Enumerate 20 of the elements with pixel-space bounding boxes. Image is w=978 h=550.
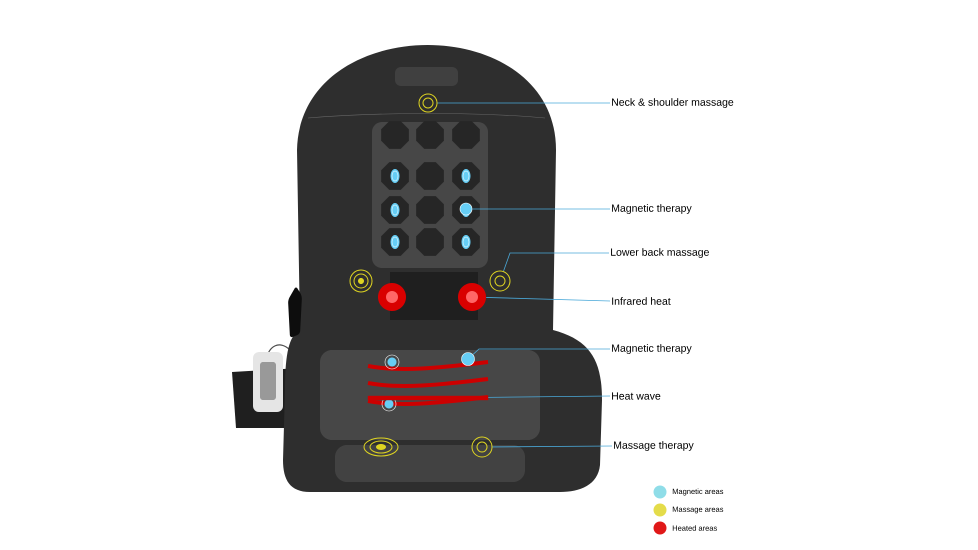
heat-wave-band (368, 396, 488, 400)
callout-label: Infrared heat (612, 297, 671, 305)
callout-label: Massage therapy (614, 441, 694, 451)
callout-label: Heat wave (612, 392, 660, 400)
magnet-marker (461, 352, 475, 366)
leader-line (472, 208, 610, 210)
callout-label: Magnetic therapy (612, 204, 692, 214)
massage-ring (472, 436, 492, 458)
leader-line (486, 297, 610, 302)
massage-ring (490, 270, 510, 292)
callout-label: Magnetic therapy (612, 344, 692, 354)
leader-line (437, 102, 610, 104)
massage-ring (418, 94, 438, 112)
leader-line (488, 396, 610, 398)
leader-line (503, 252, 610, 272)
magnet-marker (460, 202, 472, 216)
leader-line (472, 348, 610, 355)
callout-label: Lower back massage (611, 248, 709, 258)
leader-line (492, 446, 612, 448)
callout-label: Neck & shoulder massage (612, 98, 734, 108)
